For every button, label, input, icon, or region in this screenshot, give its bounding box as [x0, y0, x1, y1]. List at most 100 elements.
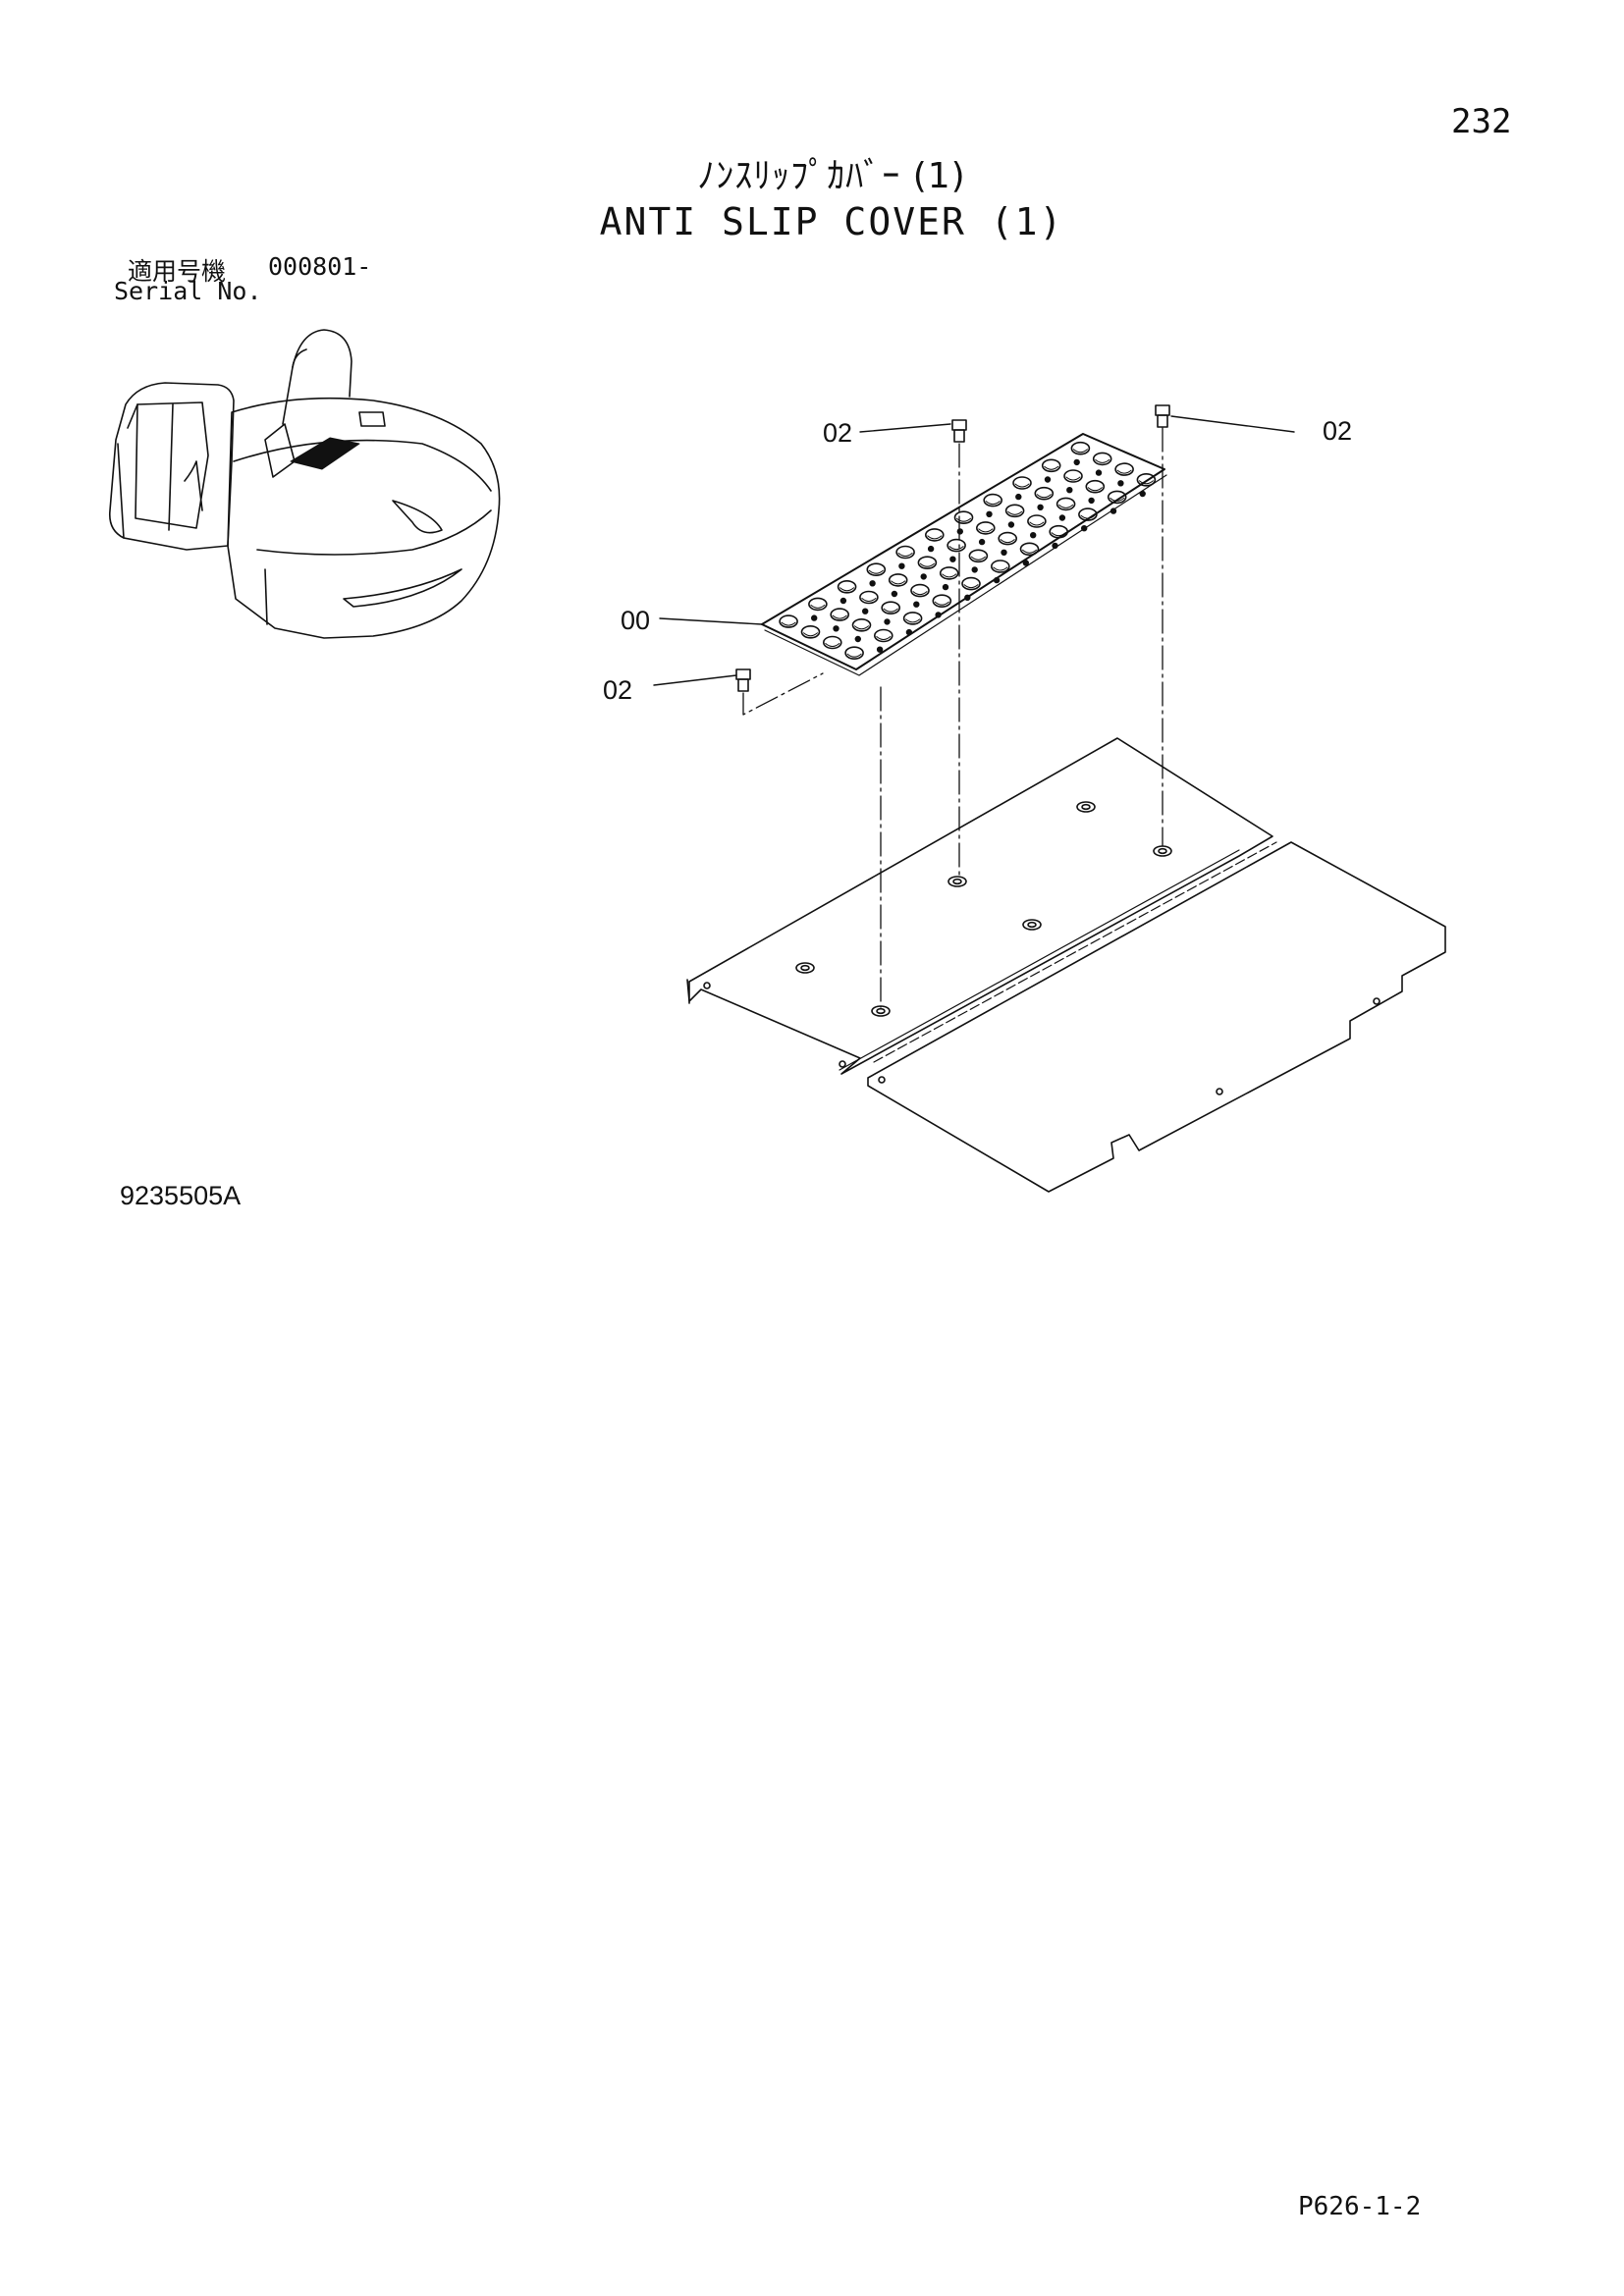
leader-02-top	[859, 423, 951, 433]
plate-drain-hole	[913, 601, 920, 608]
embossed-hole-shadow	[832, 614, 847, 619]
plate-drain-hole	[869, 580, 876, 587]
callout-00: 00	[621, 606, 650, 635]
serial-label-english: Serial No.	[114, 277, 262, 305]
plate-drain-hole	[1029, 531, 1037, 539]
base-hole	[839, 1060, 846, 1068]
embossed-hole-shadow	[1051, 532, 1066, 537]
serial-range: 000801-	[268, 252, 372, 281]
embossed-hole-shadow	[854, 625, 869, 630]
embossed-hole-shadow	[1087, 487, 1103, 492]
bolt-shank	[737, 678, 749, 692]
plate-drain-hole	[1095, 469, 1103, 476]
plate-drain-hole	[884, 618, 891, 625]
embossed-hole	[990, 560, 1010, 573]
plate-drain-hole	[1088, 497, 1095, 505]
handrail-bend	[292, 348, 307, 368]
embossed-hole	[939, 566, 959, 580]
embossed-hole-shadow	[1065, 476, 1081, 481]
plate-drain-hole	[839, 597, 847, 605]
embossed-hole	[968, 549, 989, 563]
plate-drain-hole	[1080, 524, 1088, 532]
embossed-hole	[1019, 542, 1040, 557]
embossed-hole	[1136, 472, 1157, 487]
embossed-hole	[1041, 458, 1061, 473]
embossed-hole	[953, 510, 974, 525]
bolt-top-center	[951, 419, 967, 443]
embossed-hole-shadow	[839, 587, 855, 592]
embossed-hole-shadow	[963, 584, 979, 589]
mounting-nut	[1076, 801, 1096, 813]
bolt-shank	[953, 429, 965, 443]
plate-seam	[873, 841, 1277, 1063]
embossed-hole	[910, 583, 930, 598]
embossed-hole-shadow	[942, 573, 957, 578]
embossed-hole-shadow	[985, 501, 1001, 506]
bolt-head	[735, 668, 751, 680]
assembly-line-bolt	[742, 672, 824, 716]
plate-drain-hole	[956, 528, 963, 535]
engine-cover-edge	[233, 439, 492, 492]
mounting-nut	[1022, 919, 1042, 931]
embossed-hole-shadow	[803, 632, 818, 637]
embossed-hole-shadow	[781, 621, 796, 626]
plate-drain-hole	[1037, 504, 1044, 510]
anti-slip-cover-highlight	[290, 437, 360, 470]
embossed-hole-shadow	[868, 569, 884, 574]
plate-drain-hole	[993, 576, 1001, 584]
embossed-hole-shadow	[1138, 480, 1154, 485]
title-english: ANTI SLIP COVER (1)	[599, 200, 1064, 243]
cab-door-line	[168, 403, 174, 531]
embossed-hole-shadow	[1000, 539, 1015, 544]
mounting-nut-hole	[1158, 847, 1167, 855]
base-hole	[878, 1076, 886, 1084]
mounting-nut	[947, 876, 967, 887]
cab-edge	[127, 403, 138, 429]
bolt-left	[735, 668, 751, 692]
embossed-hole-shadow	[1072, 449, 1088, 454]
plate-drain-hole	[833, 625, 839, 632]
embossed-hole	[881, 601, 901, 615]
plate-drain-hole	[1117, 480, 1124, 487]
embossed-hole	[851, 617, 872, 632]
embossed-hole	[1012, 476, 1032, 490]
leader-00	[659, 617, 763, 625]
plate-drain-hole	[876, 646, 884, 653]
plate-drain-hole	[971, 566, 978, 573]
embossed-hole	[961, 576, 981, 591]
embossed-hole	[1078, 507, 1098, 521]
base-plate-edge	[839, 849, 1240, 1071]
base-plates	[686, 737, 1446, 1193]
embossed-hole	[1004, 504, 1025, 518]
mounting-nut	[1153, 845, 1172, 857]
embossed-hole	[822, 635, 842, 650]
mounting-nut-hole	[952, 878, 962, 885]
plate-drain-hole	[920, 573, 927, 580]
embossed-hole	[779, 614, 798, 628]
embossed-hole-shadow	[1014, 483, 1030, 488]
embossed-hole	[983, 493, 1003, 507]
anti-slip-plate	[761, 433, 1167, 676]
embossed-hole-shadow	[1116, 469, 1132, 474]
plate-drain-hole	[978, 538, 986, 546]
assembly-lines	[742, 427, 1164, 1008]
embossed-hole-shadow	[1058, 504, 1074, 508]
embossed-hole	[998, 531, 1017, 546]
embossed-hole	[1063, 469, 1083, 483]
cab-handle	[184, 460, 203, 511]
plate-drain-hole	[1139, 490, 1146, 498]
base-plate-right	[867, 841, 1446, 1193]
panel-seam	[264, 568, 268, 625]
embossed-hole	[1092, 452, 1112, 466]
plate-drain-hole	[891, 590, 898, 598]
plate-drain-hole	[986, 510, 993, 517]
plate-drain-hole	[898, 562, 905, 569]
embossed-hole	[830, 608, 850, 621]
embossed-hole	[902, 612, 923, 625]
embossed-hole	[975, 521, 996, 535]
embossed-hole-shadow	[1044, 465, 1059, 470]
leader-lines	[653, 415, 1295, 686]
embossed-hole-shadow	[846, 653, 862, 658]
embossed-hole	[895, 545, 915, 560]
